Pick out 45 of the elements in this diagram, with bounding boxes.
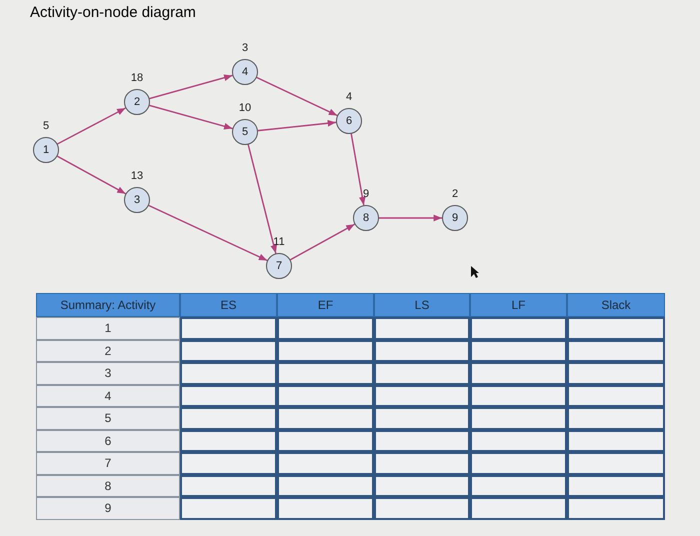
row-label: 2 bbox=[36, 340, 180, 362]
arrow bbox=[379, 214, 442, 222]
duration-label: 18 bbox=[130, 72, 144, 84]
diagram-title: Activity-on-node diagram bbox=[30, 4, 196, 21]
activity-node: 4 bbox=[232, 59, 258, 85]
arrow bbox=[149, 74, 233, 100]
duration-label: 2 bbox=[452, 188, 458, 200]
row-label: 7 bbox=[36, 452, 180, 474]
row-label: 1 bbox=[36, 317, 180, 340]
arrow bbox=[149, 104, 233, 130]
activity-node: 7 bbox=[266, 253, 292, 279]
row-label: 8 bbox=[36, 474, 180, 497]
duration-label: 10 bbox=[238, 102, 252, 114]
duration-label: 3 bbox=[242, 42, 248, 54]
row-label: 4 bbox=[36, 384, 180, 407]
duration-label: 5 bbox=[42, 120, 50, 132]
duration-label: 11 bbox=[273, 236, 285, 248]
arrow bbox=[256, 76, 338, 116]
arrow bbox=[57, 107, 126, 145]
column-header: Summary: Activity bbox=[36, 293, 180, 317]
activity-node: 2 bbox=[124, 89, 150, 115]
activity-node: 1 bbox=[33, 137, 59, 163]
row-label: 3 bbox=[36, 362, 180, 384]
arrow bbox=[148, 204, 268, 262]
arrow bbox=[350, 134, 366, 206]
activity-node: 6 bbox=[336, 108, 362, 134]
arrow bbox=[290, 224, 355, 260]
activity-node: 9 bbox=[442, 205, 468, 231]
arrow bbox=[57, 156, 126, 194]
activity-node: 5 bbox=[232, 119, 258, 145]
duration-label: 9 bbox=[362, 188, 370, 200]
row-label: 5 bbox=[36, 407, 180, 430]
row-label: 6 bbox=[36, 430, 180, 452]
column-header: EF bbox=[277, 293, 374, 317]
column-header: LF bbox=[470, 293, 567, 317]
column-header: ES bbox=[180, 293, 277, 317]
activity-node: 8 bbox=[353, 205, 379, 231]
column-header: LS bbox=[374, 293, 470, 317]
duration-label: 4 bbox=[346, 91, 352, 103]
activity-node: 3 bbox=[124, 187, 150, 213]
duration-label: 13 bbox=[130, 170, 144, 182]
arrow bbox=[248, 144, 277, 254]
column-header: Slack bbox=[567, 293, 665, 317]
row-label: 9 bbox=[36, 497, 180, 520]
arrow bbox=[258, 120, 336, 132]
